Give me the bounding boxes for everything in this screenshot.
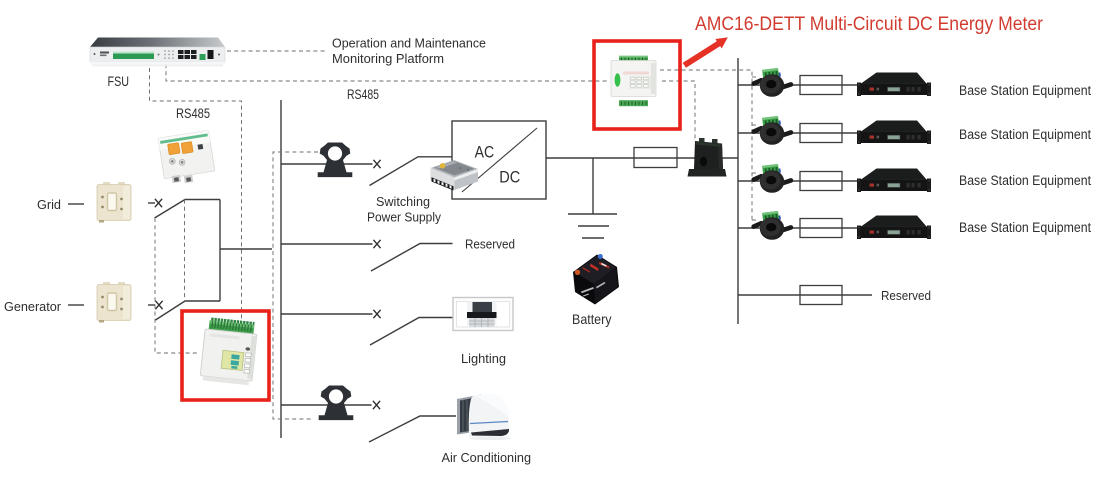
svg-text:Generator: Generator [4,299,62,314]
svg-text:Base Station Equipment: Base Station Equipment [959,83,1091,98]
svg-text:Switching: Switching [376,194,430,209]
svg-text:Grid: Grid [37,197,61,212]
svg-text:AC: AC [475,142,495,161]
svg-text:Battery: Battery [572,311,612,327]
svg-text:RS485: RS485 [347,87,379,102]
svg-text:Reserved: Reserved [881,288,931,303]
svg-text:RS485: RS485 [176,106,210,121]
svg-text:Lighting: Lighting [461,351,506,366]
svg-text:Base Station Equipment: Base Station Equipment [959,220,1091,235]
svg-text:DC: DC [499,168,520,187]
svg-text:Base Station Equipment: Base Station Equipment [959,173,1091,188]
svg-text:Reserved: Reserved [465,237,515,252]
svg-text:Power Supply: Power Supply [367,210,441,225]
svg-text:Base Station Equipment: Base Station Equipment [959,127,1091,142]
svg-text:Monitoring Platform: Monitoring Platform [332,51,444,66]
svg-text:AMC16-DETT Multi-Circuit DC En: AMC16-DETT Multi-Circuit DC Energy Meter [695,14,1044,35]
svg-text:Operation and Maintenance: Operation and Maintenance [332,36,486,51]
svg-text:FSU: FSU [108,73,130,89]
svg-text:Air Conditioning: Air Conditioning [442,450,532,465]
